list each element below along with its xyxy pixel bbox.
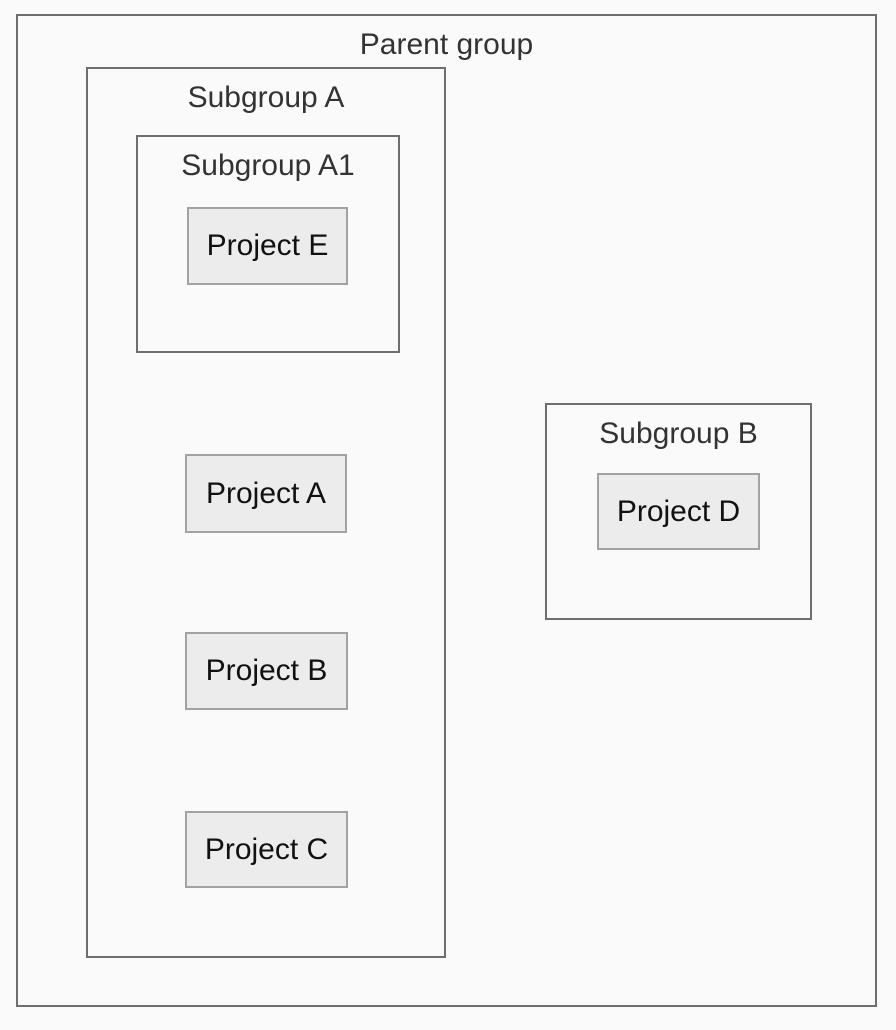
node-project-e-label: Project E xyxy=(206,229,329,262)
node-project-e: Project E xyxy=(187,207,348,285)
node-project-d: Project D xyxy=(597,473,760,550)
node-project-c-label: Project C xyxy=(204,832,329,866)
node-project-b-label: Project B xyxy=(205,654,328,687)
group-subgroup-b-label: Subgroup B xyxy=(599,417,758,450)
group-subgroup-a1-label: Subgroup A1 xyxy=(181,149,355,182)
group-subgroup-a-label: Subgroup A xyxy=(187,81,345,114)
node-project-b: Project B xyxy=(185,632,348,710)
group-subgroup-b: Subgroup B xyxy=(545,403,812,620)
group-parent-group: Parent group xyxy=(16,14,877,1007)
group-subgroup-a1: Subgroup A1 xyxy=(136,135,400,353)
node-project-a: Project A xyxy=(185,454,347,533)
node-project-c: Project C xyxy=(185,811,348,888)
node-project-d-label: Project D xyxy=(616,494,741,528)
group-subgroup-a: Subgroup A xyxy=(86,67,446,958)
group-parent-group-label: Parent group xyxy=(359,28,534,61)
node-project-a-label: Project A xyxy=(205,476,327,510)
